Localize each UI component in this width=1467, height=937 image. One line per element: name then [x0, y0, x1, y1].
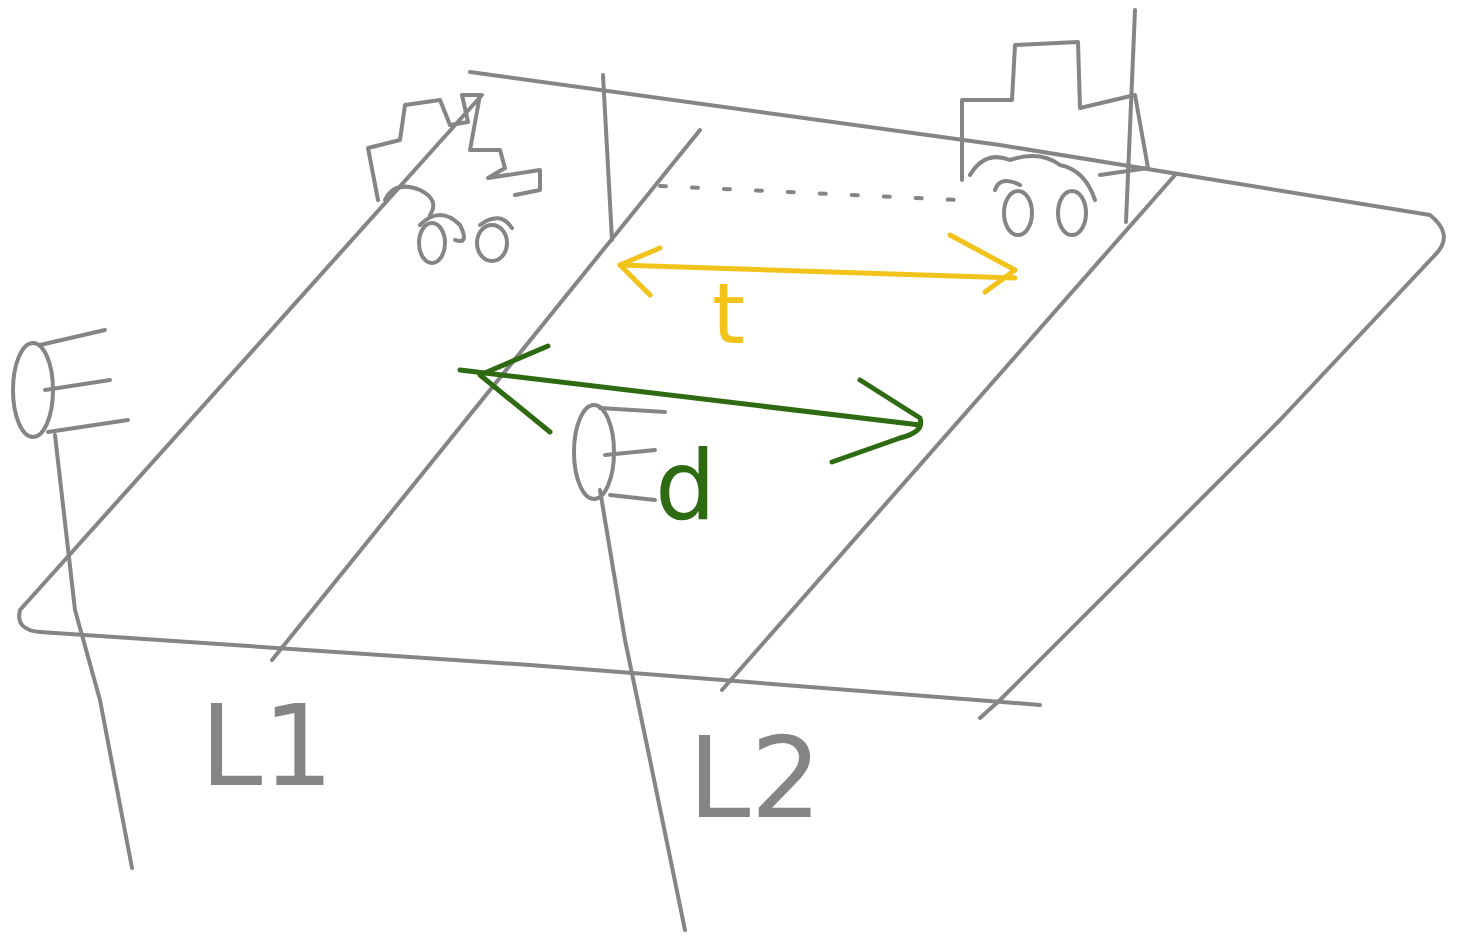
car [995, 181, 1020, 190]
wheel [477, 225, 507, 261]
car [420, 215, 464, 241]
time-label: t [712, 272, 745, 356]
wheel [419, 223, 445, 263]
lamp [574, 405, 614, 499]
post [1126, 10, 1135, 222]
distance-label: d [655, 438, 716, 534]
arrow-head [620, 248, 660, 295]
lane-line [722, 175, 1175, 690]
lane-label: L1 [200, 690, 334, 802]
road-edge [470, 72, 1444, 718]
lane-label: L2 [688, 722, 822, 834]
wheel [1058, 191, 1086, 235]
wheel [1004, 191, 1032, 235]
arrow-head [832, 380, 921, 462]
car [480, 218, 512, 228]
road-edge [19, 95, 1040, 705]
light-rays [40, 330, 128, 432]
lamp-pole [55, 435, 132, 868]
car [368, 95, 540, 200]
post [603, 75, 612, 240]
lamp-pole [600, 490, 685, 930]
arrow-head [480, 346, 550, 432]
dashed-line [660, 186, 960, 200]
car [385, 187, 433, 215]
lane-line [272, 130, 700, 660]
arrow-head [950, 235, 1015, 292]
distance-arrow [620, 265, 1015, 278]
